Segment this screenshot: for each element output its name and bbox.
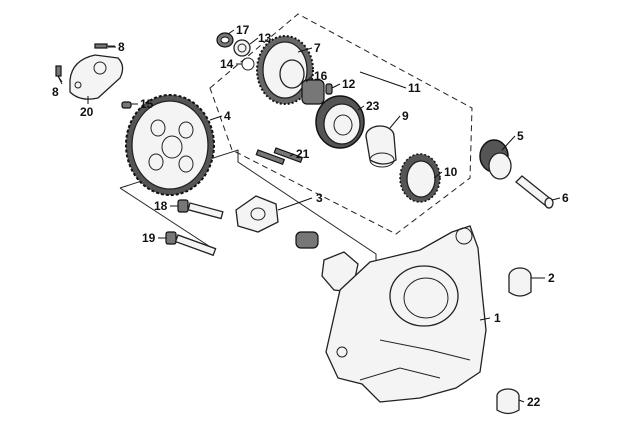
callout-16: 16	[314, 69, 328, 83]
assembly-group-outline	[209, 13, 473, 235]
needle-bearing-part	[301, 79, 325, 105]
one-way-clutch-part	[315, 95, 365, 149]
stud-bolts-part	[255, 147, 304, 166]
dowel-pin-part	[121, 101, 132, 109]
callout-3: 3	[316, 191, 323, 205]
group-outline-edge	[119, 187, 216, 251]
callout-17: 17	[236, 23, 250, 37]
screw-part-top	[94, 43, 115, 49]
callout-18: 18	[154, 199, 168, 213]
callout-21: 21	[296, 147, 310, 161]
callout-19: 19	[142, 231, 156, 245]
callout-22: 22	[527, 395, 541, 409]
washer-part-14	[241, 57, 255, 71]
callout-4: 4	[224, 109, 231, 123]
callout-1: 1	[494, 311, 501, 325]
bolt-part-19	[165, 231, 217, 257]
gear-shaft-part	[515, 175, 554, 209]
callout-11: 11	[408, 81, 421, 95]
crankcase-part	[325, 225, 487, 403]
callout-20: 20	[80, 105, 94, 119]
callout-10: 10	[444, 165, 458, 179]
callout-14: 14	[220, 57, 234, 71]
callout-9: 9	[402, 109, 409, 123]
oil-pump-part	[235, 195, 359, 293]
callout-7: 7	[314, 41, 321, 55]
washer-part-17	[216, 32, 234, 48]
sleeve-part-2	[508, 267, 532, 297]
callout-15: 15	[140, 97, 154, 111]
driven-gear-part	[399, 153, 441, 203]
callout-5: 5	[517, 129, 524, 143]
sleeve-part-22	[496, 388, 520, 415]
leader-lines	[57, 29, 561, 403]
callout-6: 6	[562, 191, 569, 205]
large-gear-part	[125, 94, 215, 196]
callout-2: 2	[548, 271, 555, 285]
callout-8-left: 8	[52, 85, 59, 99]
cover-plate-part	[69, 54, 124, 100]
callout-12: 12	[342, 77, 356, 91]
callout-23: 23	[366, 99, 380, 113]
callout-8-top: 8	[118, 40, 125, 54]
bolt-part-18	[177, 199, 224, 220]
idle-gear-part	[479, 139, 512, 180]
bearing-part-13	[233, 39, 251, 57]
key-part	[325, 83, 333, 95]
starter-gear-part	[256, 35, 314, 105]
callout-13: 13	[258, 31, 272, 45]
bushing-part-9	[365, 125, 397, 168]
